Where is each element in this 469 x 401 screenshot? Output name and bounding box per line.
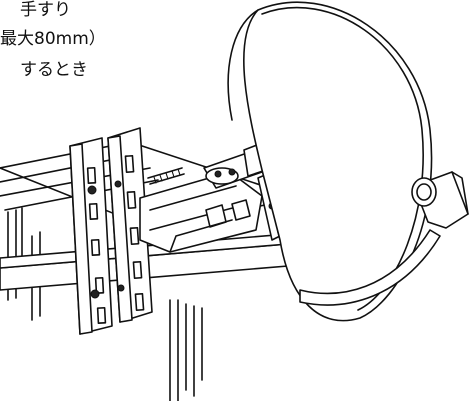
threaded-bolt <box>147 167 185 185</box>
feed-arm <box>299 229 441 306</box>
caption-line-1: 手すり <box>20 0 71 20</box>
support-arm <box>139 171 263 253</box>
caption-line-2: 最大80mm） <box>0 29 106 49</box>
back-clamp-plate <box>107 127 153 323</box>
front-clamp-plate <box>69 137 125 335</box>
caption-line-3: するとき <box>20 60 88 80</box>
lnb-converter <box>411 171 469 229</box>
